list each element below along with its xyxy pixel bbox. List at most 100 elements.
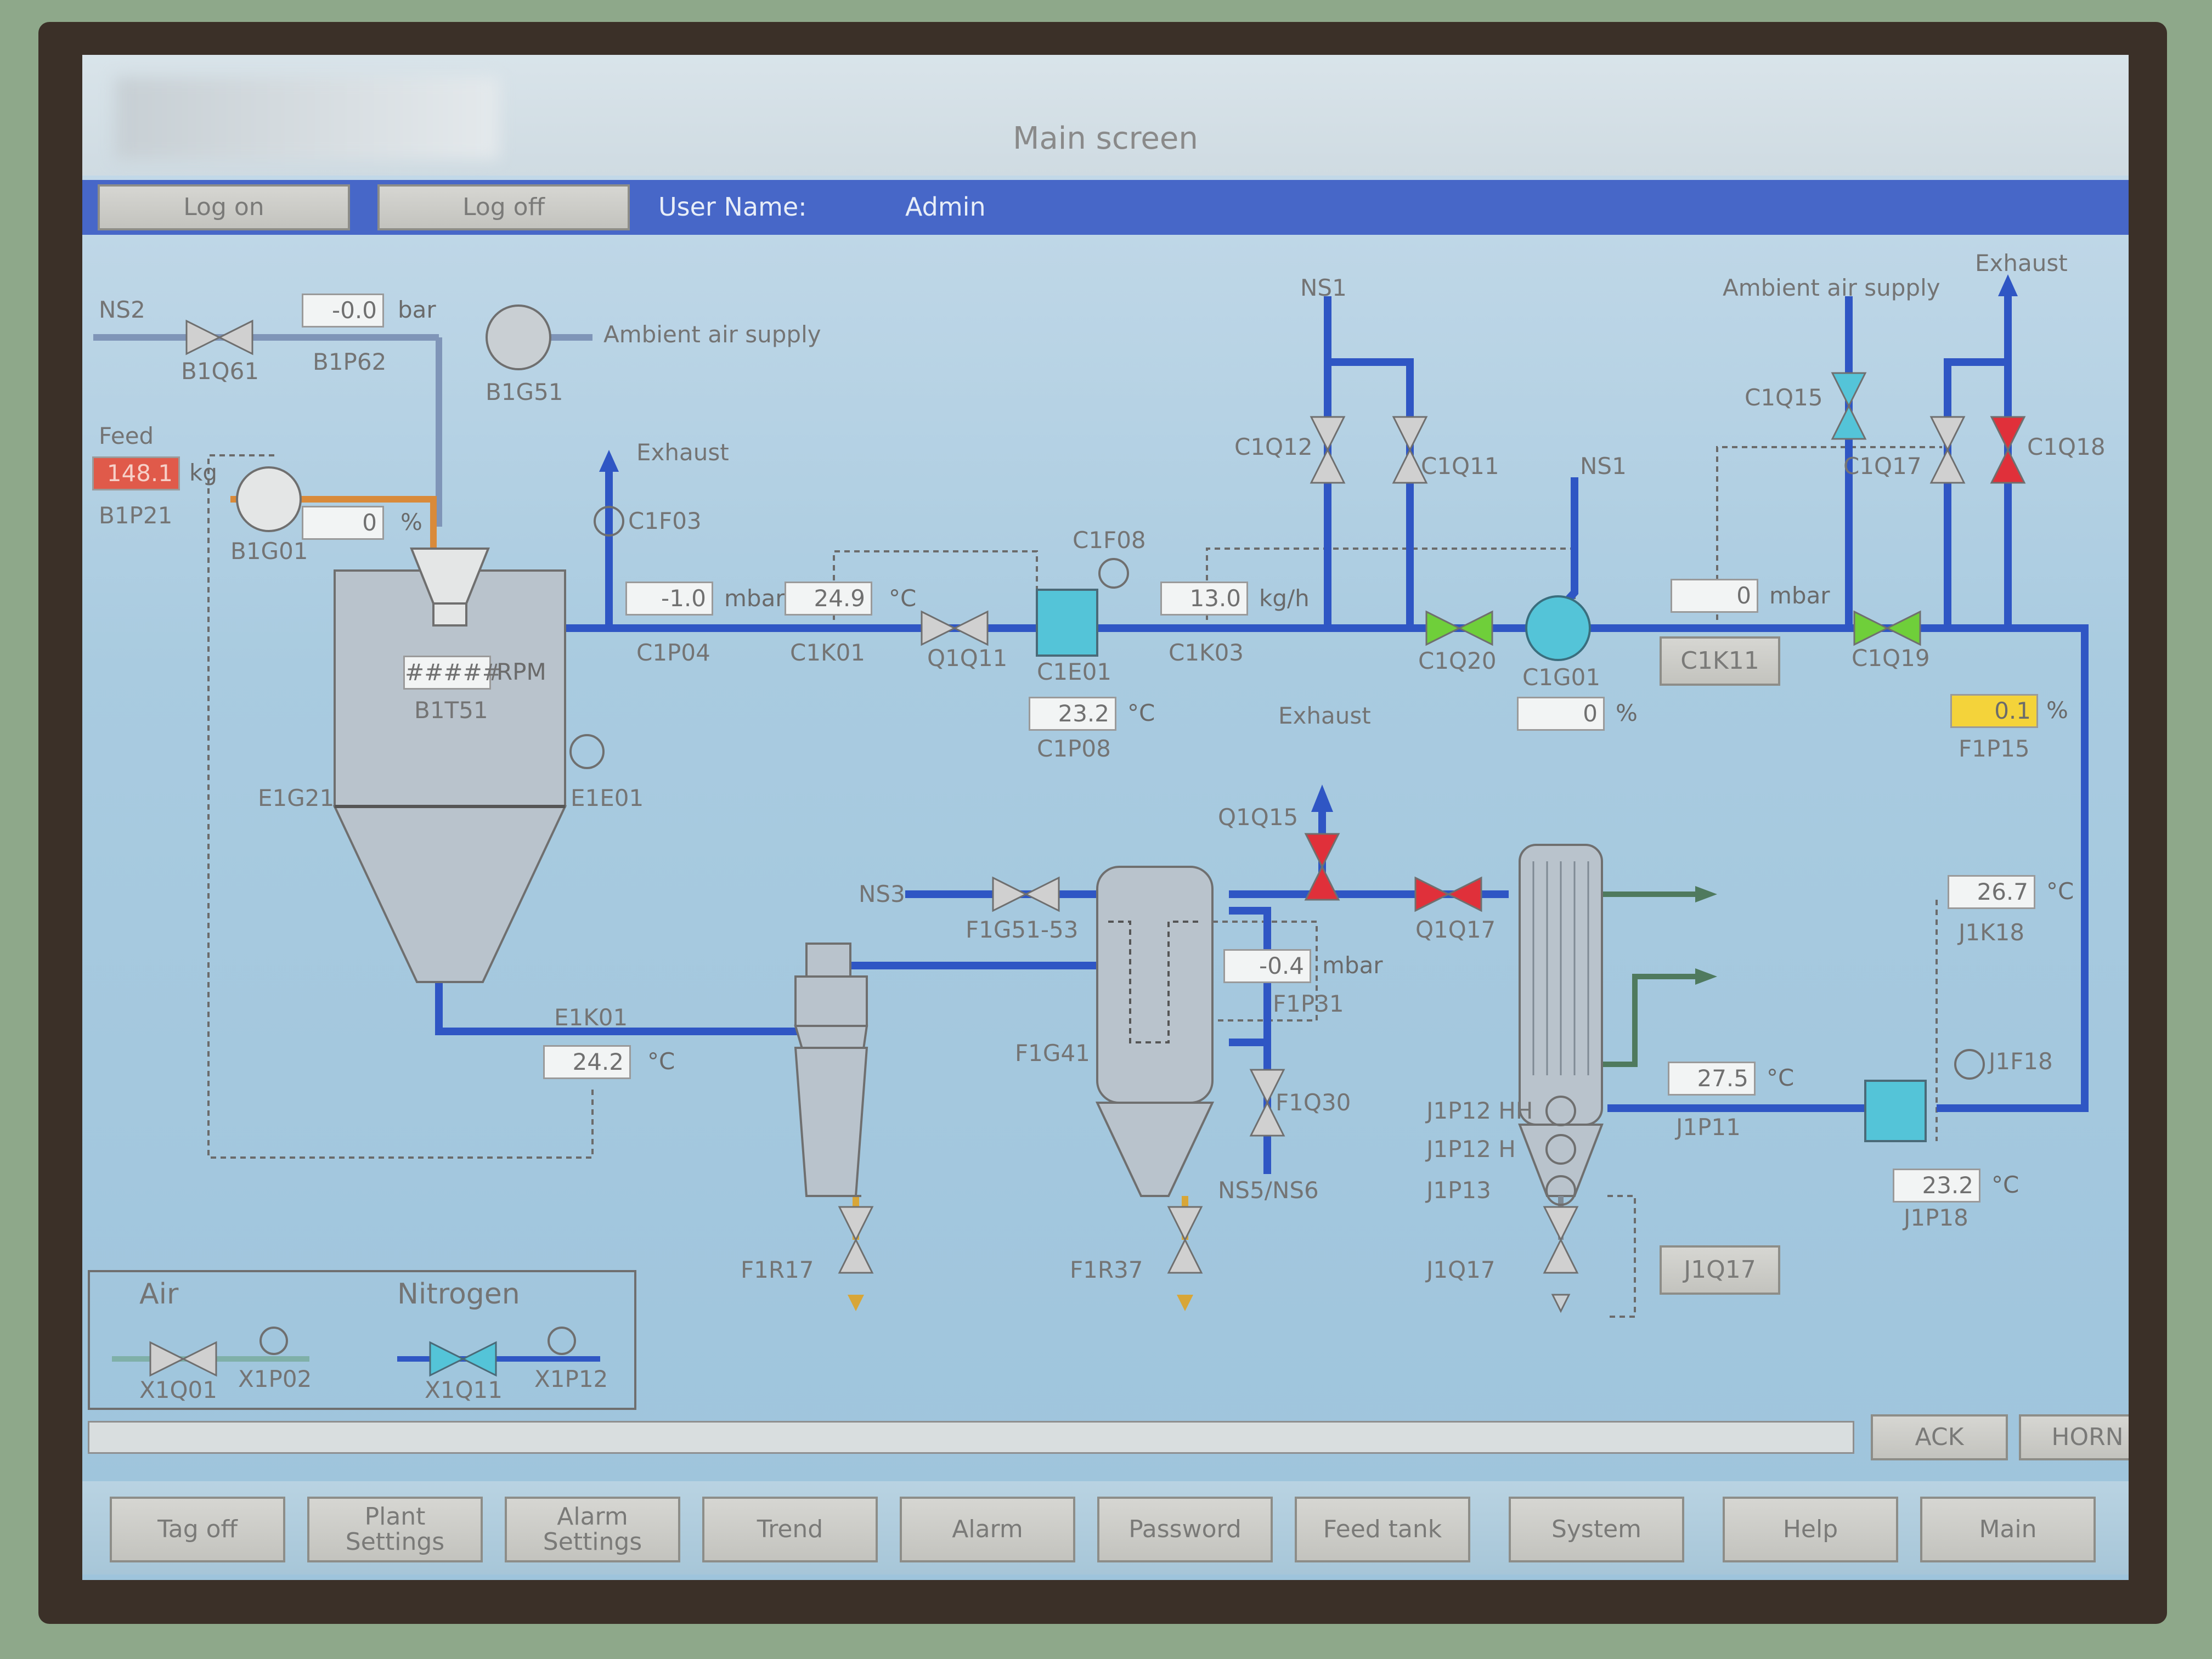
nav-password[interactable]: Password <box>1097 1497 1273 1562</box>
c1k11-button[interactable]: C1K11 <box>1660 636 1780 686</box>
tag-j1p18: J1P18 <box>1904 1204 1968 1231</box>
blurred-logo <box>115 77 499 159</box>
tag-ambient-air-1: Ambient air supply <box>603 321 821 348</box>
j1p18-unit: °C <box>1991 1171 2019 1198</box>
title-bar: Main screen <box>82 55 2129 176</box>
j1q17-button[interactable]: J1Q17 <box>1660 1245 1780 1295</box>
c1p04-value[interactable]: -1.0 <box>625 582 713 616</box>
bottom-nav: Tag off Plant Settings Alarm Settings Tr… <box>82 1481 2129 1575</box>
nav-system[interactable]: System <box>1509 1497 1684 1562</box>
user-name-label: User Name: <box>658 192 807 222</box>
tag-j1p12-hh: J1P12 HH <box>1426 1097 1533 1124</box>
user-name-value: Admin <box>905 192 986 222</box>
c1k03-value[interactable]: 13.0 <box>1160 582 1248 616</box>
hmi-screen: Main screen Log on Log off User Name: Ad… <box>82 55 2129 1580</box>
tag-ns2: NS2 <box>99 296 145 323</box>
tag-c1f03: C1F03 <box>628 507 702 534</box>
f1p31-value[interactable]: -0.4 <box>1223 949 1311 983</box>
legend-box: Air Nitrogen X1Q01 X1P02 X1Q11 X1P12 <box>88 1270 636 1410</box>
legend-x1p12: X1P12 <box>534 1365 608 1392</box>
ack-button[interactable]: ACK <box>1871 1414 2008 1460</box>
tag-ns1-a: NS1 <box>1300 274 1347 301</box>
tag-c1q12: C1Q12 <box>1234 433 1313 460</box>
tag-c1k03: C1K03 <box>1169 639 1244 666</box>
j1p11-value[interactable]: 27.5 <box>1668 1062 1756 1096</box>
f1p15-value[interactable]: 0.1 <box>1950 694 2038 728</box>
nav-alarm-settings[interactable]: Alarm Settings <box>505 1497 680 1562</box>
tag-c1g01: C1G01 <box>1522 664 1601 691</box>
tag-ns1-b: NS1 <box>1580 453 1627 479</box>
f1p15-unit: % <box>2046 697 2068 724</box>
tag-c1q18: C1Q18 <box>2027 433 2106 460</box>
nav-trend[interactable]: Trend <box>702 1497 878 1562</box>
tag-f1p31: F1P31 <box>1273 990 1344 1017</box>
j1p11-unit: °C <box>1767 1064 1795 1091</box>
tag-c1q11: C1Q11 <box>1421 453 1499 479</box>
c1g01-value[interactable]: 0 <box>1517 697 1605 731</box>
horn-button[interactable]: HORN <box>2019 1414 2129 1460</box>
tag-f1p15: F1P15 <box>1959 735 2030 762</box>
c1k01-value[interactable]: 24.9 <box>785 582 872 616</box>
legend-x1q11: X1Q11 <box>425 1376 503 1403</box>
tag-j1k18: J1K18 <box>1959 919 2025 946</box>
c1p04-unit: mbar <box>724 585 785 612</box>
tag-c1q17: C1Q17 <box>1843 453 1922 479</box>
nav-alarm[interactable]: Alarm <box>900 1497 1075 1562</box>
alarm-status-bar[interactable] <box>88 1421 1854 1454</box>
c1k11-unit: mbar <box>1769 582 1830 609</box>
legend-x1p02: X1P02 <box>238 1365 312 1392</box>
tag-q1q11: Q1Q11 <box>927 645 1008 672</box>
b1p21-value[interactable]: 148.1 <box>92 456 180 490</box>
b1p62-value[interactable]: -0.0 <box>302 294 384 328</box>
legend-air: Air <box>139 1278 179 1311</box>
tag-c1p08: C1P08 <box>1037 735 1111 762</box>
legend-symbols <box>112 1327 600 1377</box>
c1k03-unit: kg/h <box>1259 585 1310 612</box>
tag-f1g51-53: F1G51-53 <box>966 916 1079 943</box>
f1p31-unit: mbar <box>1322 952 1383 979</box>
tag-c1q15: C1Q15 <box>1745 384 1823 411</box>
c1g01-unit: % <box>1616 699 1638 726</box>
tag-j1p13: J1P13 <box>1426 1177 1491 1204</box>
tag-b1p21: B1P21 <box>99 502 173 529</box>
nav-main[interactable]: Main <box>1920 1497 2096 1562</box>
nav-feed-tank[interactable]: Feed tank <box>1295 1497 1470 1562</box>
c1p08-unit: °C <box>1127 699 1155 726</box>
legend-x1q01: X1Q01 <box>139 1376 217 1403</box>
b1p21-unit: kg <box>189 459 217 486</box>
b1g01-value[interactable]: 0 <box>302 506 384 540</box>
tag-b1t51: B1T51 <box>414 697 488 724</box>
e1k01-unit: °C <box>647 1048 675 1075</box>
tag-j1p11: J1P11 <box>1676 1114 1741 1141</box>
tag-b1p62: B1P62 <box>313 348 387 375</box>
b1t51-value[interactable]: ##### <box>403 656 501 690</box>
logon-button[interactable]: Log on <box>98 184 350 230</box>
process-diagram <box>93 274 2089 1318</box>
tag-exhaust-1: Exhaust <box>636 439 729 466</box>
tag-j1q17: J1Q17 <box>1426 1256 1496 1283</box>
tag-f1r17: F1R17 <box>741 1256 814 1283</box>
tag-c1q19: C1Q19 <box>1852 645 1930 672</box>
nav-plant-settings[interactable]: Plant Settings <box>307 1497 483 1562</box>
j1k18-value[interactable]: 26.7 <box>1948 875 2035 909</box>
logoff-button[interactable]: Log off <box>377 184 630 230</box>
c1k01-unit: °C <box>889 585 917 612</box>
tag-c1k01: C1K01 <box>790 639 866 666</box>
tag-feed: Feed <box>99 422 154 449</box>
nav-tag-off[interactable]: Tag off <box>110 1497 285 1562</box>
tag-exhaust-2: Exhaust <box>1975 250 2068 276</box>
c1k11-value[interactable]: 0 <box>1671 579 1758 613</box>
tag-exhaust-3: Exhaust <box>1278 702 1371 729</box>
tag-ns5-ns6: NS5/NS6 <box>1218 1177 1319 1204</box>
j1p18-value[interactable]: 23.2 <box>1893 1169 1980 1203</box>
nav-help[interactable]: Help <box>1723 1497 1898 1562</box>
tag-b1g01: B1G01 <box>230 538 308 565</box>
tag-e1e01: E1E01 <box>571 785 644 811</box>
tag-q1q17: Q1Q17 <box>1415 916 1496 943</box>
b1t51-unit: RPM <box>496 658 546 685</box>
tag-e1k01: E1K01 <box>554 1004 628 1031</box>
tag-c1e01: C1E01 <box>1037 658 1112 685</box>
e1k01-value[interactable]: 24.2 <box>543 1045 631 1079</box>
c1p08-value[interactable]: 23.2 <box>1029 697 1116 731</box>
tag-j1f18: J1F18 <box>1989 1048 2053 1075</box>
